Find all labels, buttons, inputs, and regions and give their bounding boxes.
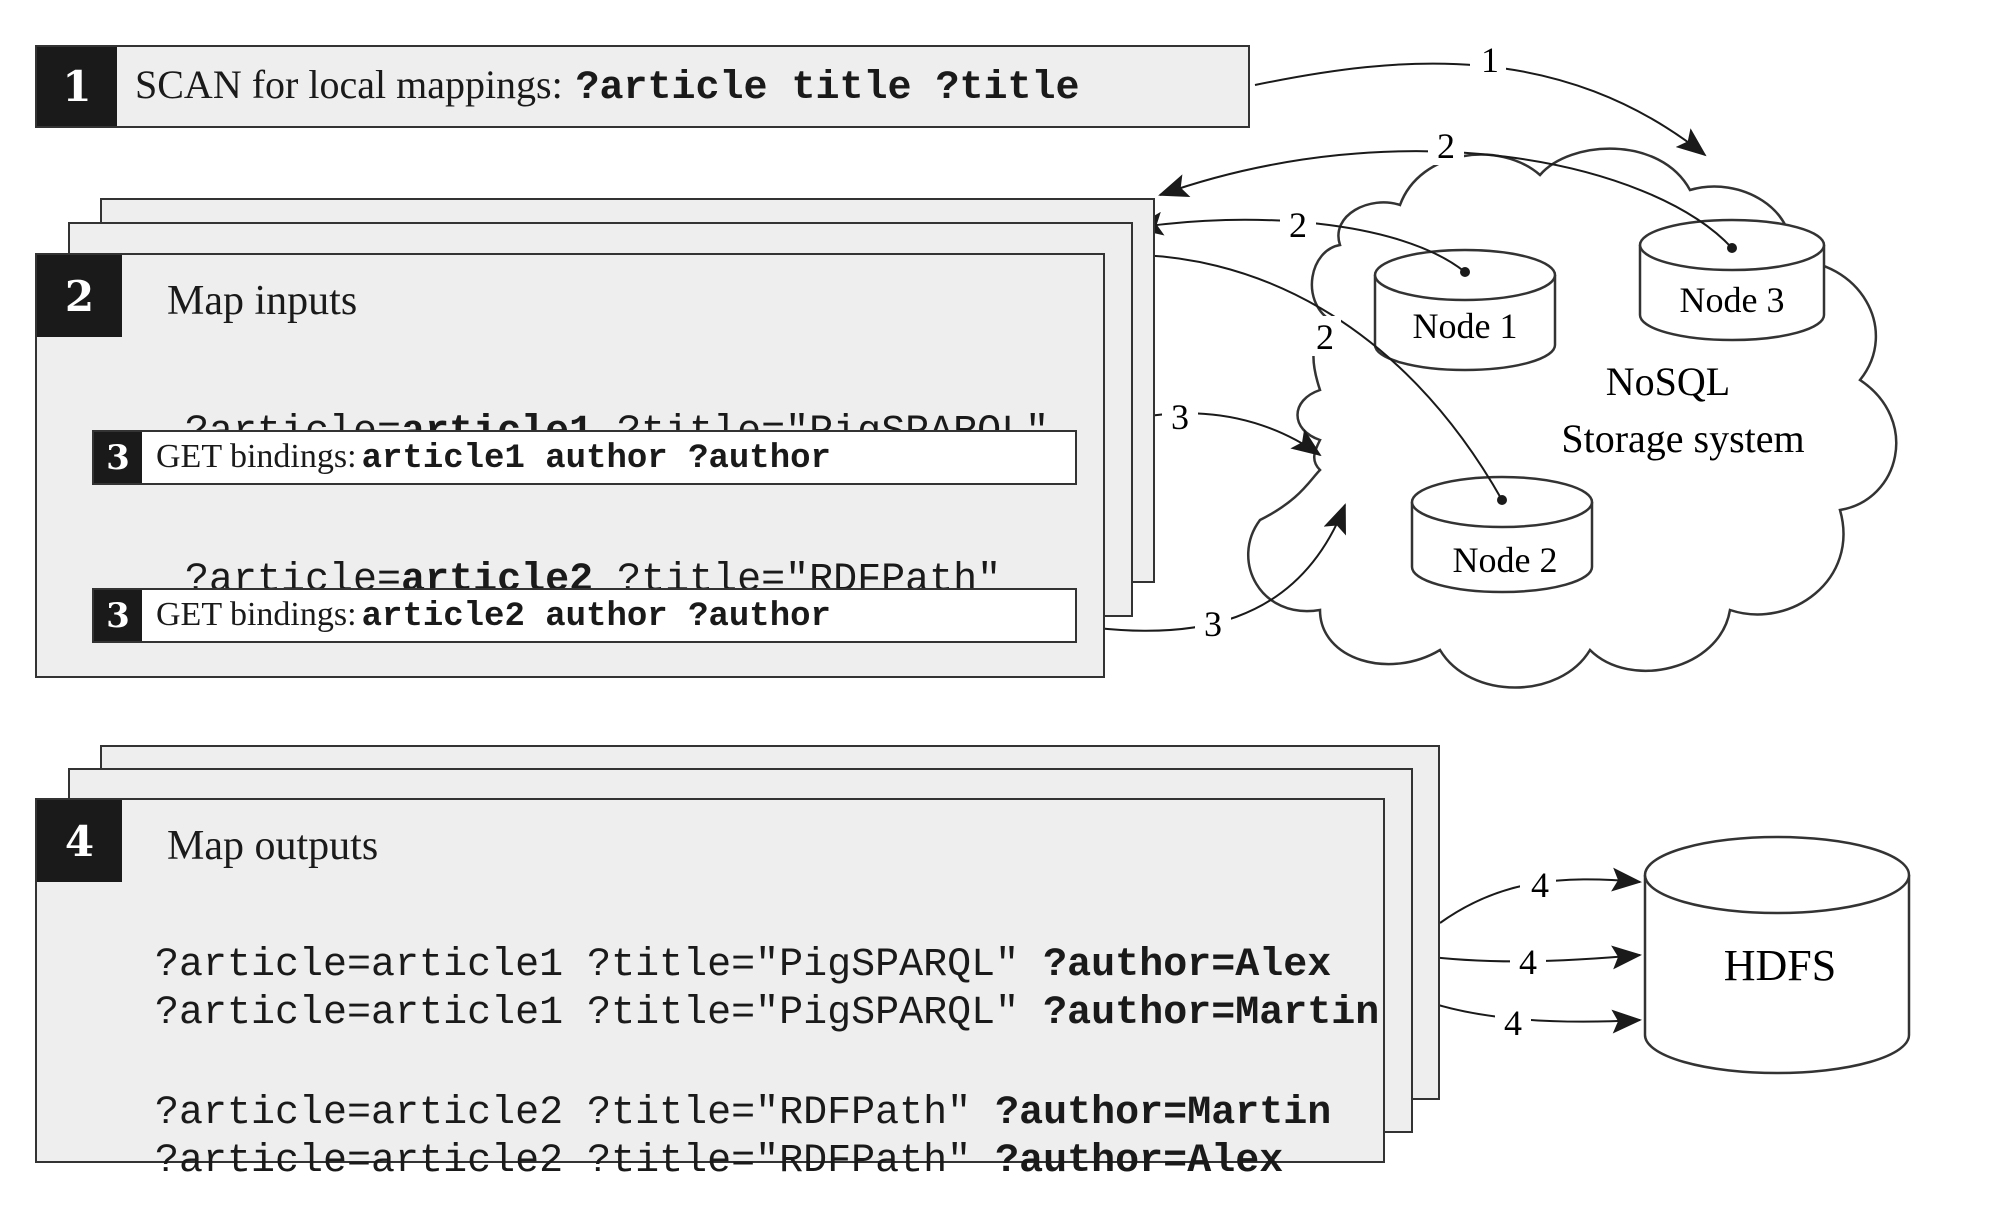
arrow-2-node2 bbox=[1110, 242, 1503, 501]
output-2-author: ?author=Martin bbox=[1043, 991, 1380, 1036]
hdfs-cylinder bbox=[1643, 835, 1911, 1075]
get-bindings-box-2: 3 GET bindings: article2 author ?author bbox=[92, 588, 1077, 643]
node-1-label: Node 1 bbox=[1413, 306, 1518, 346]
get-1-badge: 3 bbox=[94, 432, 142, 483]
arrow-2-node1 bbox=[1133, 211, 1466, 273]
cloud-label-line1: NoSQL bbox=[1606, 359, 1730, 404]
step1-badge: 1 bbox=[37, 47, 117, 126]
get-2-label: GET bindings: bbox=[156, 595, 357, 633]
arrow-label-1: 1 bbox=[1481, 40, 1499, 80]
arrow-labels: 1 2 2 2 3 3 4 4 4 bbox=[1162, 38, 1556, 1043]
output-2-plain: ?article=article1 ?title="PigSPARQL" bbox=[155, 991, 1044, 1036]
hdfs-label: HDFS bbox=[1724, 941, 1837, 990]
node-1-cylinder bbox=[1373, 248, 1557, 372]
diagram-graphics: 1 2 2 2 3 3 4 4 4 Node 1 Node 3 Node 2 N… bbox=[1017, 38, 1911, 1075]
node-3-label: Node 3 bbox=[1680, 280, 1785, 320]
output-row-3: ?article=article2 ?title="RDFPath" ?auth… bbox=[59, 1046, 1331, 1181]
node-2-cylinder bbox=[1410, 475, 1594, 594]
get-2-badge: 3 bbox=[94, 590, 142, 641]
step2-badge: 2 bbox=[37, 255, 122, 337]
get-2-pattern: article2 author ?author bbox=[361, 597, 831, 636]
output-4-plain: ?article=article2 ?title="RDFPath" bbox=[155, 1139, 996, 1184]
output-row-1: ?article=article1 ?title="PigSPARQL" ?au… bbox=[59, 898, 1331, 1033]
map-outputs-title: Map outputs bbox=[167, 823, 379, 869]
arrow-label-2b: 2 bbox=[1289, 205, 1307, 245]
arrow-2-node3 bbox=[1158, 150, 1733, 249]
output-1-author: ?author=Alex bbox=[1043, 943, 1332, 988]
output-row-2: ?article=article1 ?title="PigSPARQL" ?au… bbox=[59, 946, 1379, 1081]
output-4-author: ?author=Alex bbox=[995, 1139, 1284, 1184]
output-3-plain: ?article=article2 ?title="RDFPath" bbox=[155, 1091, 996, 1136]
arrow-label-4b: 4 bbox=[1519, 942, 1537, 982]
step1-label: SCAN for local mappings: bbox=[135, 62, 563, 107]
node-2-label: Node 2 bbox=[1453, 540, 1558, 580]
get-bindings-box-1: 3 GET bindings: article1 author ?author bbox=[92, 430, 1077, 485]
arrow-label-4c: 4 bbox=[1504, 1003, 1522, 1043]
step4-badge: 4 bbox=[37, 800, 122, 882]
output-row-4: ?article=article2 ?title="RDFPath" ?auth… bbox=[59, 1094, 1283, 1229]
arrow-label-3a: 3 bbox=[1171, 397, 1189, 437]
output-1-plain: ?article=article1 ?title="PigSPARQL" bbox=[155, 943, 1044, 988]
arrow-label-2c: 2 bbox=[1316, 317, 1334, 357]
step1-text: SCAN for local mappings: ?article title … bbox=[135, 61, 1080, 111]
arrow-label-4a: 4 bbox=[1531, 865, 1549, 905]
map-inputs-title: Map inputs bbox=[167, 278, 358, 324]
map-inputs-panel: 2 Map inputs ?article=article1 ?title="P… bbox=[35, 253, 1105, 678]
arrow-label-2a: 2 bbox=[1437, 126, 1455, 166]
node-3-cylinder bbox=[1638, 218, 1826, 342]
step1-pattern: ?article title ?title bbox=[575, 66, 1080, 111]
map-outputs-panel: 4 Map outputs ?article=article1 ?title="… bbox=[35, 798, 1385, 1184]
step1-panel: 1 SCAN for local mappings: ?article titl… bbox=[35, 45, 1250, 128]
get-1-pattern: article1 author ?author bbox=[361, 439, 831, 478]
arrow-label-3b: 3 bbox=[1204, 604, 1222, 644]
output-3-author: ?author=Martin bbox=[995, 1091, 1332, 1136]
get-1-label: GET bindings: bbox=[156, 437, 357, 475]
cloud-label-line2: Storage system bbox=[1561, 416, 1804, 461]
